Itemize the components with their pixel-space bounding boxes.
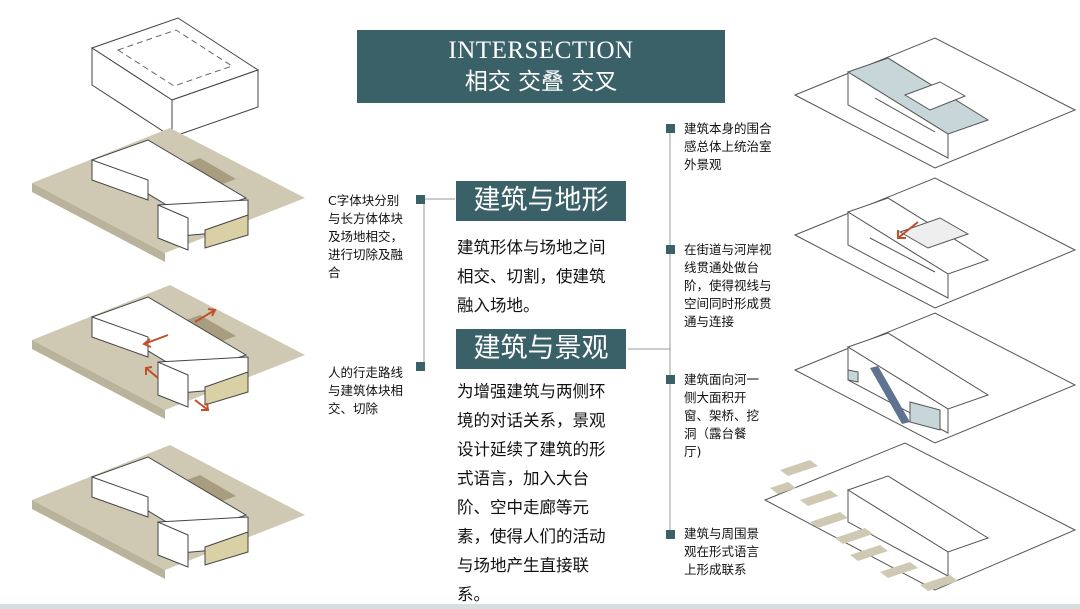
landscape-description: 为增强建筑与两侧环 境的对话关系，景观 设计延续了建筑的形 式语言，加入大台 阶… xyxy=(457,377,606,609)
note-line: 空间同时形成贯 xyxy=(684,296,772,311)
right-note-1: 建筑本身的围合 感总体上统治室 外景观 xyxy=(684,120,788,174)
block-diagram-4 xyxy=(32,445,305,579)
note-line: 外景观 xyxy=(684,157,722,172)
note-line: 窗、架桥、挖 xyxy=(684,408,760,423)
bullet-square xyxy=(666,530,675,539)
right-note-2: 在街道与河岸视 线贯通处做台 阶，使得视线与 空间同时形成贯 通与连接 xyxy=(684,241,788,331)
note-line: 与长方体体块 xyxy=(328,211,404,226)
note-line: 厅) xyxy=(684,444,702,459)
bullet-square xyxy=(416,195,425,204)
note-line: 交、切除 xyxy=(328,401,379,416)
block-diagram-6 xyxy=(793,177,1077,309)
walking-path-arrows xyxy=(142,308,217,411)
view-arrow xyxy=(897,221,919,239)
note-line: 建筑面向河一 xyxy=(684,372,760,387)
right-note-3: 建筑面向河一 侧大面积开 窗、架桥、挖 洞（露台餐 厅) xyxy=(684,371,788,461)
note-line: 人的行走路线 xyxy=(328,365,404,380)
block-diagram-2 xyxy=(32,128,305,262)
text-line: 与场地产生直接联 xyxy=(457,556,589,575)
title-chinese: 相交 交叠 交叉 xyxy=(464,69,618,95)
heading-architecture-terrain: 建筑与地形 xyxy=(456,181,626,221)
bullet-square xyxy=(416,362,425,371)
note-line: 进行切除及融 xyxy=(328,247,404,262)
terrain-description: 建筑形体与场地之间 相交、切割，使建筑 融入场地。 xyxy=(457,233,606,320)
text-line: 阶、空中走廊等元 xyxy=(457,498,589,517)
landscape-patches xyxy=(770,460,958,591)
text-line: 境的对话关系，景观 xyxy=(457,411,606,430)
text-line: 建筑形体与场地之间 xyxy=(457,238,606,257)
bridge-bar xyxy=(870,366,910,424)
block-diagram-8 xyxy=(763,442,1077,591)
note-line: 建筑与周围景 xyxy=(684,526,760,541)
block-diagram-1 xyxy=(90,17,260,138)
note-line: 感总体上统治室 xyxy=(684,139,772,154)
note-line: 阶，使得视线与 xyxy=(684,278,772,293)
text-line: 相交、切割，使建筑 xyxy=(457,267,606,286)
right-note-4: 建筑与周围景 观在形式语言 上形成联系 xyxy=(684,525,788,579)
note-line: 与建筑体块相 xyxy=(328,383,404,398)
left-note-1: C字体块分别 与长方体体块 及场地相交， 进行切除及融 合 xyxy=(328,192,420,282)
note-line: C字体块分别 xyxy=(328,193,400,208)
text-line: 为增强建筑与两侧环 xyxy=(457,382,606,401)
text-line: 系。 xyxy=(457,585,490,604)
note-line: 线贯通处做台 xyxy=(684,260,760,275)
title-box: INTERSECTION 相交 交叠 交叉 xyxy=(357,30,725,103)
bullet-square xyxy=(666,245,675,254)
bottom-divider xyxy=(0,604,1080,609)
note-line: 观在形式语言 xyxy=(684,544,760,559)
block-diagram-3 xyxy=(32,285,305,419)
note-line: 洞（露台餐 xyxy=(684,426,747,441)
text-line: 素，使得人们的活动 xyxy=(457,527,606,546)
note-line: 合 xyxy=(328,265,341,280)
note-line: 通与连接 xyxy=(684,314,735,329)
bullet-square xyxy=(666,124,675,133)
bullet-square xyxy=(666,375,675,384)
text-line: 设计延续了建筑的形 xyxy=(457,440,606,459)
text-line: 融入场地。 xyxy=(457,296,540,315)
note-line: 及场地相交， xyxy=(328,229,404,244)
block-diagram-7 xyxy=(793,312,1077,444)
left-note-2: 人的行走路线 与建筑体块相 交、切除 xyxy=(328,364,420,418)
note-line: 建筑本身的围合 xyxy=(684,121,772,136)
block-diagram-5 xyxy=(793,37,1077,169)
right-axonometric-diagrams xyxy=(763,37,1077,591)
note-line: 上形成联系 xyxy=(684,562,747,577)
title-english: INTERSECTION xyxy=(448,37,634,64)
text-line: 式语言，加入大台 xyxy=(457,469,589,488)
left-axonometric-diagrams xyxy=(32,17,305,579)
heading-architecture-landscape: 建筑与景观 xyxy=(456,329,626,369)
note-line: 侧大面积开 xyxy=(684,390,747,405)
note-line: 在街道与河岸视 xyxy=(684,242,772,257)
